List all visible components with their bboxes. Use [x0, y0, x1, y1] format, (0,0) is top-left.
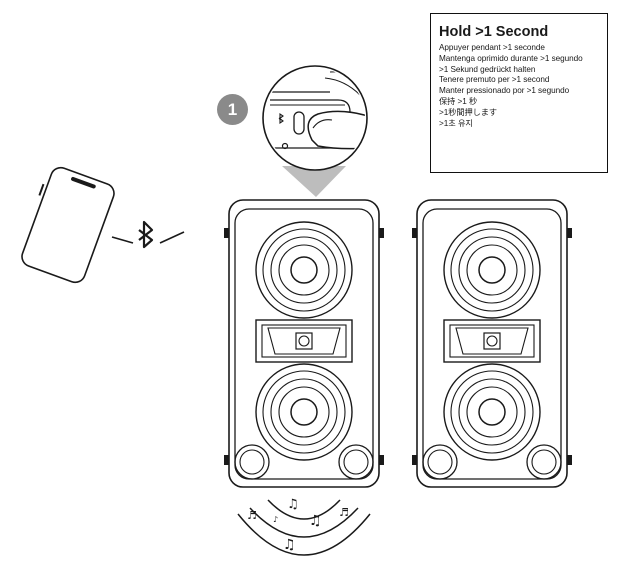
callout-line-fr: Appuyer pendant >1 seconde — [439, 43, 545, 52]
smartphone-icon — [21, 166, 115, 284]
music-note-icon: ♬ ♫ ♪ ♫ ♬ ♫ — [247, 497, 349, 553]
callout-line-ko: >1초 유지 — [439, 118, 473, 128]
svg-text:♫: ♫ — [287, 497, 299, 512]
svg-text:♪: ♪ — [273, 515, 278, 524]
bluetooth-icon — [111, 220, 185, 249]
instruction-callout: Hold >1 Second Appuyer pendant >1 second… — [430, 13, 608, 173]
svg-text:♫: ♫ — [309, 513, 322, 529]
callout-translations: Appuyer pendant >1 seconde Mantenga opri… — [439, 43, 607, 129]
callout-line-it: Tenere premuto per >1 second — [439, 75, 550, 85]
svg-text:♬: ♬ — [339, 506, 349, 519]
step-number-badge: 1 — [217, 94, 248, 125]
svg-text:♬: ♬ — [247, 509, 257, 522]
callout-line-de: >1 Sekund gedrückt halten — [439, 64, 536, 74]
callout-line-zh: 保持 >1 秒 — [439, 96, 478, 106]
zoom-pointer — [282, 166, 346, 197]
callout-line-ja: >1秒間押します — [439, 107, 498, 117]
callout-line-es: Mantenga oprimido durante >1 segundo — [439, 53, 583, 63]
button-closeup — [262, 65, 368, 171]
right-speaker — [411, 199, 573, 488]
callout-line-pt: Manter pressionado por >1 segundo — [439, 86, 570, 96]
svg-text:♫: ♫ — [283, 537, 296, 553]
callout-title: Hold >1 Second — [439, 24, 549, 40]
sound-waves — [237, 499, 371, 556]
left-speaker — [223, 199, 385, 488]
